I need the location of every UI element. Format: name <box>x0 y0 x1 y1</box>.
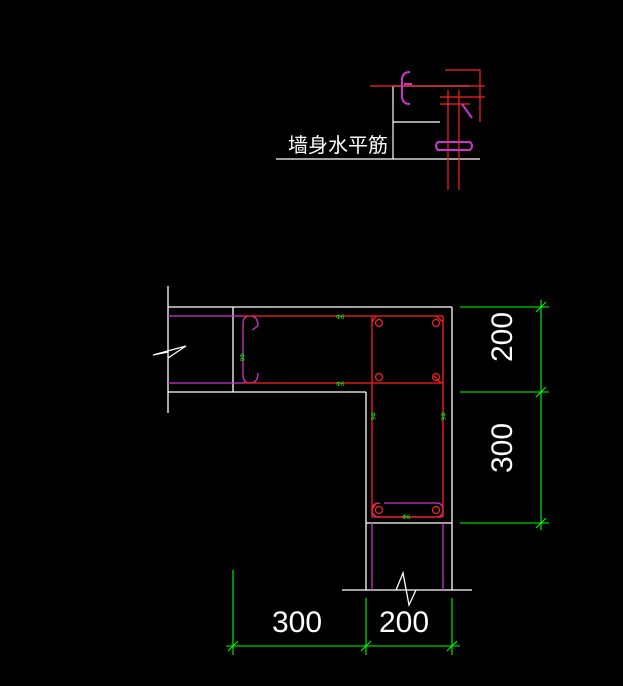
break-symbol-bottom <box>395 570 417 608</box>
bar-4 <box>431 372 441 382</box>
longitudinal-bars <box>374 318 441 515</box>
dim-tick-r2 <box>535 386 547 398</box>
bar-mark-top: Φ6 <box>336 314 345 321</box>
legend-hook-diag <box>461 103 473 119</box>
legend-hook-c <box>401 71 411 105</box>
dim-tick-r3 <box>535 517 547 529</box>
left-hook-tail-top <box>251 325 259 331</box>
bar-mark-col-right: Φ6 <box>439 412 446 421</box>
bar-mark-col-left: Φ6 <box>369 412 376 421</box>
dimension-texts: 200 300 300 200 <box>272 312 519 639</box>
bar-mark-bottom: Φ6 <box>402 514 411 521</box>
dim-text-right-bottom: 300 <box>486 423 519 473</box>
bar-5 <box>374 505 384 515</box>
bar-1 <box>374 318 384 328</box>
bar-6 <box>431 505 441 515</box>
legend-hook-horizontal <box>435 141 473 151</box>
legend-label: 墙身水平筋 <box>288 133 388 157</box>
dim-tick-r1 <box>535 301 547 313</box>
bar-3 <box>374 372 384 382</box>
bar-marks: Φ6 Φ6 Φ6 Φ6 Φ6 Φ6 <box>238 314 446 521</box>
stirrup-hook-mr <box>433 375 442 384</box>
dim-text-bottom-right: 200 <box>379 606 429 639</box>
stirrup-hook-tr <box>435 315 444 323</box>
dimension-lines <box>226 300 549 655</box>
dim-tick-b2 <box>360 640 372 652</box>
dim-text-bottom-left: 300 <box>272 606 322 639</box>
dim-tick-b1 <box>227 640 239 652</box>
stirrup-hook-tl <box>371 315 377 323</box>
wall-outline <box>152 286 472 608</box>
bar-2 <box>431 318 441 328</box>
break-symbol-left <box>152 345 187 359</box>
column-stirrups <box>243 315 444 518</box>
legend-detail: 墙身水平筋 <box>276 69 485 190</box>
dim-tick-b3 <box>446 640 458 652</box>
left-hook-stirrup <box>242 315 259 384</box>
wall-horizontal-bars <box>168 315 444 590</box>
dim-text-right-top: 200 <box>486 312 519 362</box>
bar-mark-middle: Φ6 <box>336 381 345 388</box>
bar-mark-left-hook: Φ6 <box>238 353 245 362</box>
legend-rebar-corner <box>445 69 481 122</box>
stirrup-hook-bl <box>371 502 377 511</box>
